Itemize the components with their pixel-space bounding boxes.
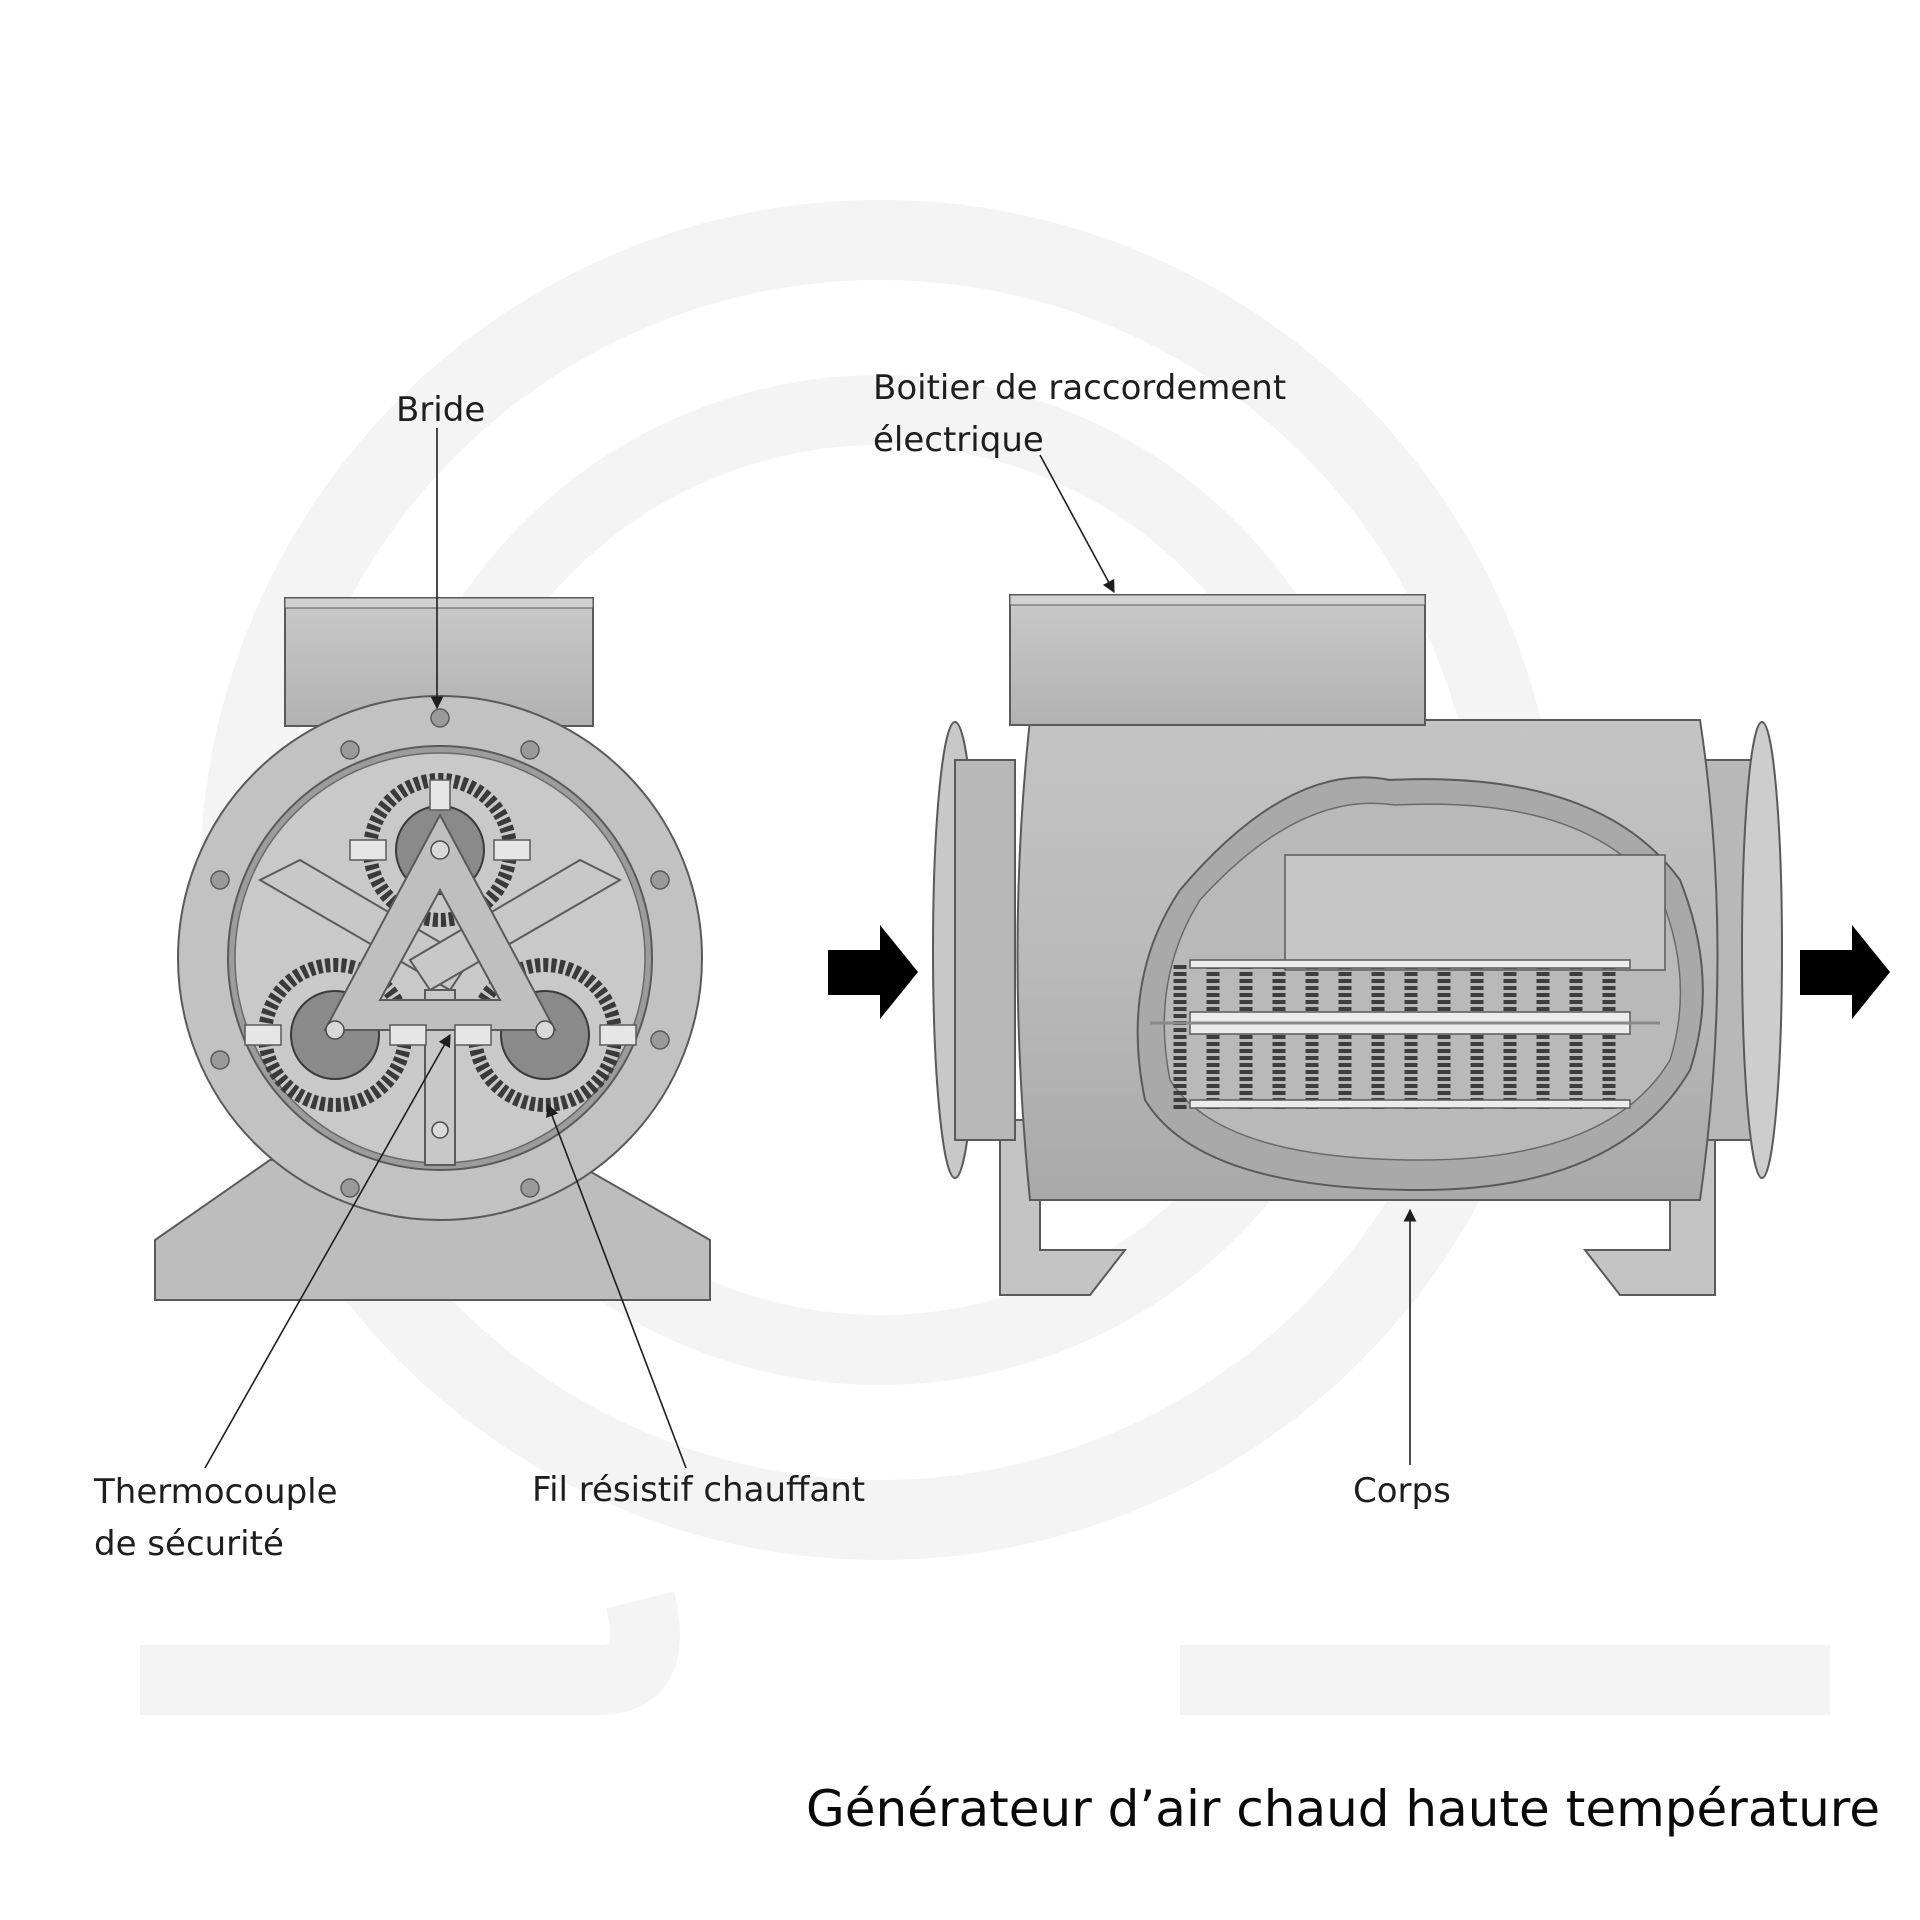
diagram-title: Générateur d’air chaud haute température [806, 1780, 1880, 1838]
airflow-inlet-arrow [828, 925, 918, 1019]
triangle-frame [323, 812, 557, 1031]
label-corps: Corps [1353, 1471, 1451, 1511]
front-view-heater [154, 597, 711, 1301]
label-thermocouple-line2: de sécurité [94, 1524, 284, 1564]
label-fil-resistif: Fil résistif chauffant [532, 1470, 866, 1510]
label-bride: Bride [396, 390, 486, 430]
side-junction-box [1009, 594, 1426, 726]
label-boitier-line2: électrique [873, 420, 1044, 460]
heating-coils [1173, 965, 1616, 1110]
leader-thermocouple [204, 1033, 451, 1469]
leader-fil [546, 1103, 687, 1469]
label-boitier-line1: Boitier de raccordement [873, 368, 1287, 408]
side-view-heater [932, 594, 1783, 1296]
airflow-outlet-arrow [1800, 925, 1890, 1019]
label-thermocouple-line1: Thermocouple [94, 1472, 338, 1512]
leader-boitier [1039, 454, 1115, 594]
